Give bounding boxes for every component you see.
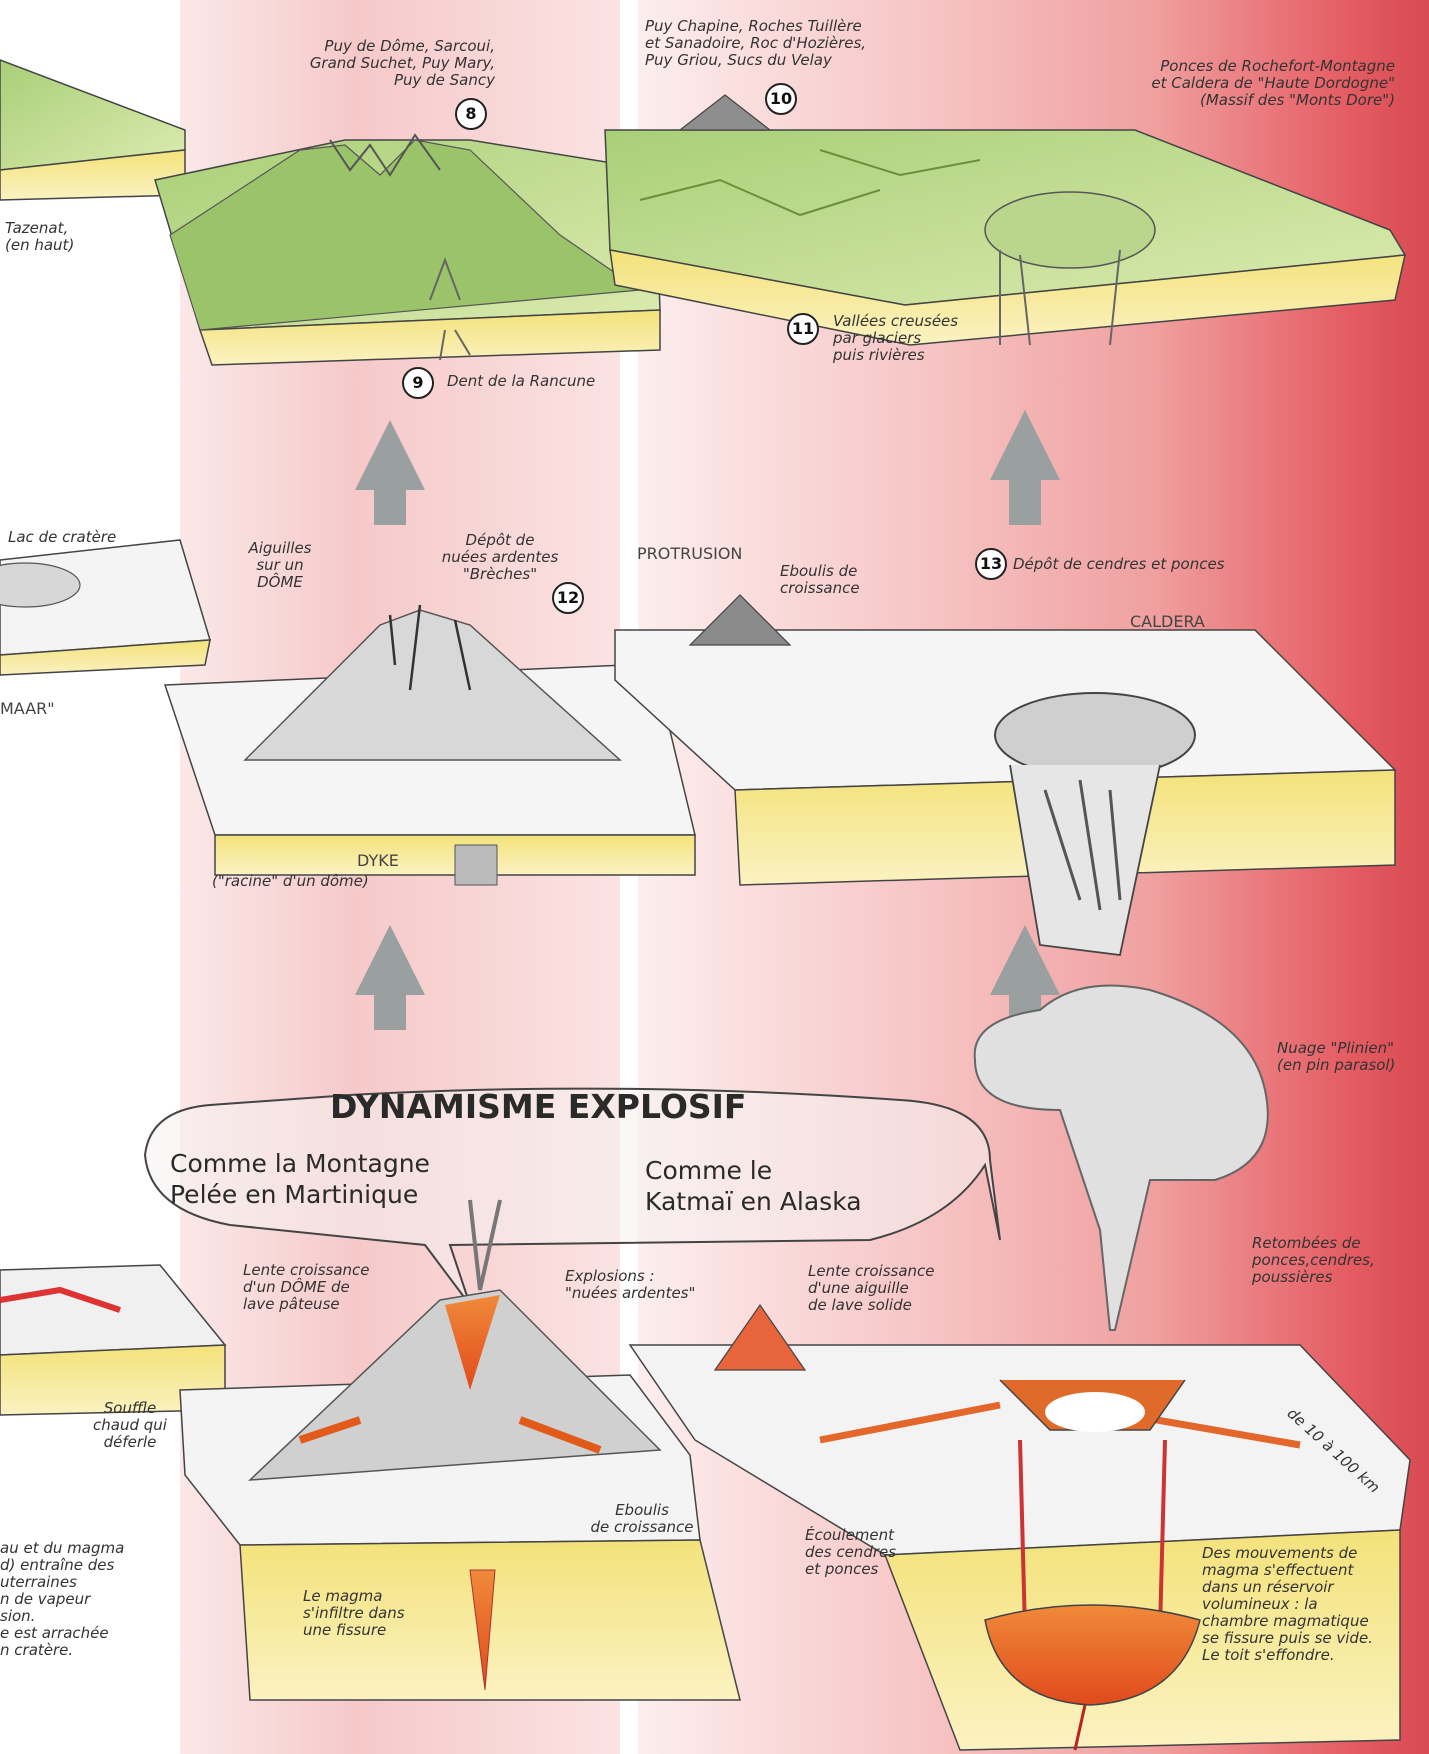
comparison-katmai: Comme le Katmaï en Alaska [645,1155,862,1217]
label-domes: Puy Chapine, Roches Tuillère et Sanadoir… [645,18,866,69]
block-caldera [615,595,1395,955]
number-12: 12 [552,582,584,614]
label-aiguilles: Aiguilles sur un DÔME [235,540,325,591]
label-depot-nuees: Dépôt de nuées ardentes "Brèches" [425,532,575,583]
label-retombees: Retombées de ponces,cendres, poussières [1252,1235,1375,1286]
label-dyke: DYKE [357,852,399,869]
label-lac-cratere: Lac de cratère [8,529,116,546]
label-depot-cendres: Dépôt de cendres et ponces [1013,556,1225,573]
number-8: 8 [455,98,487,130]
number-11: 11 [787,313,819,345]
label-nuage-plinien: Nuage "Plinien" (en pin parasol) [1277,1040,1395,1074]
label-eboulis-croissance: Eboulis de croissance [780,563,860,597]
label-souffle-chaud: Souffle chaud qui déferle [80,1400,180,1451]
label-dent-rancune: Dent de la Rancune [447,373,595,390]
label-ecoulement: Écoulement des cendres et ponces [805,1527,896,1578]
diagram-title: DYNAMISME EXPLOSIF [330,1087,746,1126]
block-glacial-valleys [605,95,1405,345]
label-caldera: CALDERA [1130,613,1205,630]
block-puy-de-dome [155,135,660,365]
label-left-column-text: au et du magma d) entraîne des uterraine… [0,1540,124,1659]
number-10: 10 [765,83,797,115]
label-explosions: Explosions : "nuées ardentes" [565,1268,695,1302]
number-13: 13 [975,548,1007,580]
label-valleys: Vallées creusées par glaciers puis riviè… [833,313,958,364]
label-racine: ("racine" d'un dôme) [212,873,369,890]
number-9: 9 [402,367,434,399]
label-lente-aiguille: Lente croissance d'une aiguille de lave … [808,1263,935,1314]
label-eboulis-croissance-2: Eboulis de croissance [582,1502,702,1536]
label-maar: MAAR" [0,700,55,717]
label-magma-fissure: Le magma s'infiltre dans une fissure [303,1588,405,1639]
label-ponces: Ponces de Rochefort-Montagne et Caldera … [1050,58,1395,109]
label-lente-dome: Lente croissance d'un DÔME de lave pâteu… [243,1262,370,1313]
label-protrusion: PROTRUSION [637,545,742,562]
label-summits: Puy de Dôme, Sarcoui, Grand Suchet, Puy … [235,38,495,89]
label-mouvements-magma: Des mouvements de magma s'effectuent dan… [1202,1545,1373,1664]
comparison-pelee: Comme la Montagne Pelée en Martinique [170,1148,430,1210]
label-tazenat: Tazenat, (en haut) [5,220,74,254]
middle-left-fragment-block [0,540,210,675]
